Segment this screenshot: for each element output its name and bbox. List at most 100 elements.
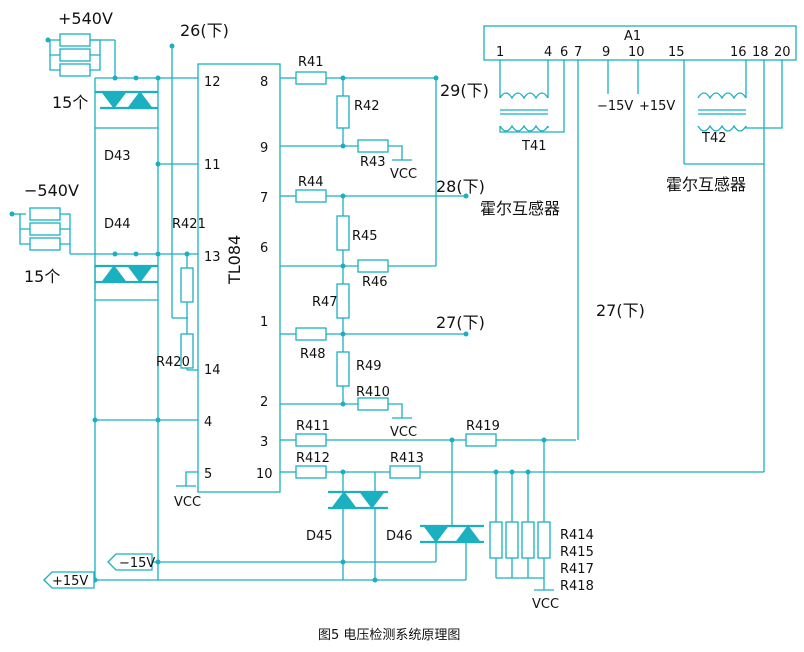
vcc-stack: VCC: [532, 597, 559, 612]
vcc-pin5: VCC: [174, 495, 201, 510]
a1-pin-15: 15: [668, 45, 685, 60]
a1-pin-6: 6: [560, 45, 568, 60]
count-bottom: 15个: [24, 267, 60, 286]
resistor-r412: [295, 465, 327, 479]
resistor-r48: [295, 327, 327, 341]
d45-label: D45: [306, 529, 333, 544]
r421-label: R421: [172, 217, 206, 232]
pin-7: 7: [260, 191, 268, 206]
pin-10: 10: [256, 467, 273, 482]
r41-label: R41: [298, 55, 324, 70]
figure-caption: 图5 电压检测系统原理图: [318, 628, 460, 643]
resistor-r46: [357, 259, 389, 273]
ref-26: 26(下): [180, 21, 229, 40]
r415-label: R415: [560, 545, 594, 560]
pin-9: 9: [260, 141, 268, 156]
pin-6: 6: [260, 241, 268, 256]
resistor-r411: [295, 433, 327, 447]
neg15-label: −15V: [119, 556, 155, 571]
ref-29: 29(下): [440, 81, 489, 100]
r49-label: R49: [356, 359, 382, 374]
a1-pin-1: 1: [496, 45, 504, 60]
a1-title: A1: [624, 29, 641, 44]
r411-label: R411: [296, 419, 330, 434]
vcc-r43: VCC: [390, 167, 417, 182]
r46-label: R46: [362, 275, 388, 290]
tl084-ic: [197, 63, 281, 493]
r412-label: R412: [296, 451, 330, 466]
pin-1: 1: [260, 315, 268, 330]
neg540-label: −540V: [24, 181, 79, 200]
r413-label: R413: [390, 451, 424, 466]
a1-pos15: +15V: [639, 99, 675, 114]
r47-label: R47: [312, 295, 338, 310]
r410-label: R410: [356, 385, 390, 400]
pin-13: 13: [204, 250, 221, 265]
vcc-r410: VCC: [390, 425, 417, 440]
count-top: 15个: [52, 93, 88, 112]
pos15-label: +15V: [52, 574, 88, 589]
resistor-r44: [295, 189, 327, 203]
resistor-r413: [389, 465, 421, 479]
ic-right-pins: 8 9 7 6 1 2 3 10: [256, 75, 273, 482]
diode-pair-top: [94, 78, 159, 129]
neg15-tag: [107, 553, 153, 571]
diode-d46: [420, 440, 484, 580]
pin-4: 4: [204, 415, 212, 430]
pin-11: 11: [204, 158, 221, 173]
resistor-r49: [336, 351, 350, 387]
diode-d45: [328, 472, 388, 580]
pin-5: 5: [204, 467, 212, 482]
a1-module: [483, 25, 797, 61]
pin-3: 3: [260, 435, 268, 450]
a1-pin-16: 16: [730, 45, 747, 60]
hall-right: 霍尔互感器: [666, 175, 746, 194]
diode-pair-bottom: [94, 264, 158, 301]
r418-label: R418: [560, 579, 594, 594]
r43-label: R43: [360, 155, 386, 170]
r414-label: R414: [560, 528, 594, 543]
r45-label: R45: [352, 229, 378, 244]
resistor-r41: [295, 71, 327, 85]
resistor-stack: [489, 440, 554, 591]
resistor-r45: [336, 215, 350, 251]
resistor-r42: [336, 95, 350, 129]
transformer-t41: [499, 60, 565, 133]
transformer-t42: [683, 60, 783, 165]
hall-left: 霍尔互感器: [480, 199, 560, 218]
r417-label: R417: [560, 562, 594, 577]
a1-pin-7: 7: [574, 45, 582, 60]
ref-28: 28(下): [436, 177, 485, 196]
r420-label: R420: [156, 355, 190, 370]
pin-12: 12: [204, 75, 221, 90]
resistor-r419: [465, 433, 497, 447]
diode-d43: D43: [104, 149, 131, 164]
ic-left-pins: 12 11 13 14 4 5: [204, 75, 221, 482]
a1-pin-20: 20: [774, 45, 791, 60]
r419-label: R419: [466, 419, 500, 434]
pos15-tag: [43, 571, 95, 589]
a1-pin-4: 4: [544, 45, 552, 60]
pin-8: 8: [260, 75, 268, 90]
a1-neg15: −15V: [597, 99, 633, 114]
t42-label: T42: [701, 131, 726, 146]
a1-pin-10: 10: [628, 45, 645, 60]
resistor-r43: [357, 139, 389, 153]
ref-27b: 27(下): [596, 301, 645, 320]
t41-label: T41: [521, 139, 546, 154]
a1-pin-18: 18: [752, 45, 769, 60]
resistor-r47: [336, 283, 350, 319]
resistor-r421: [180, 267, 194, 303]
r44-label: R44: [298, 175, 324, 190]
pin-2: 2: [260, 395, 268, 410]
diode-d44: D44: [104, 217, 131, 232]
r42-label: R42: [354, 99, 380, 114]
d46-label: D46: [386, 529, 413, 544]
r48-label: R48: [300, 347, 326, 362]
ic-name: TL084: [225, 235, 244, 285]
pos540-label: +540V: [58, 9, 113, 28]
ref-27a: 27(下): [436, 313, 485, 332]
pin-14: 14: [204, 363, 221, 378]
